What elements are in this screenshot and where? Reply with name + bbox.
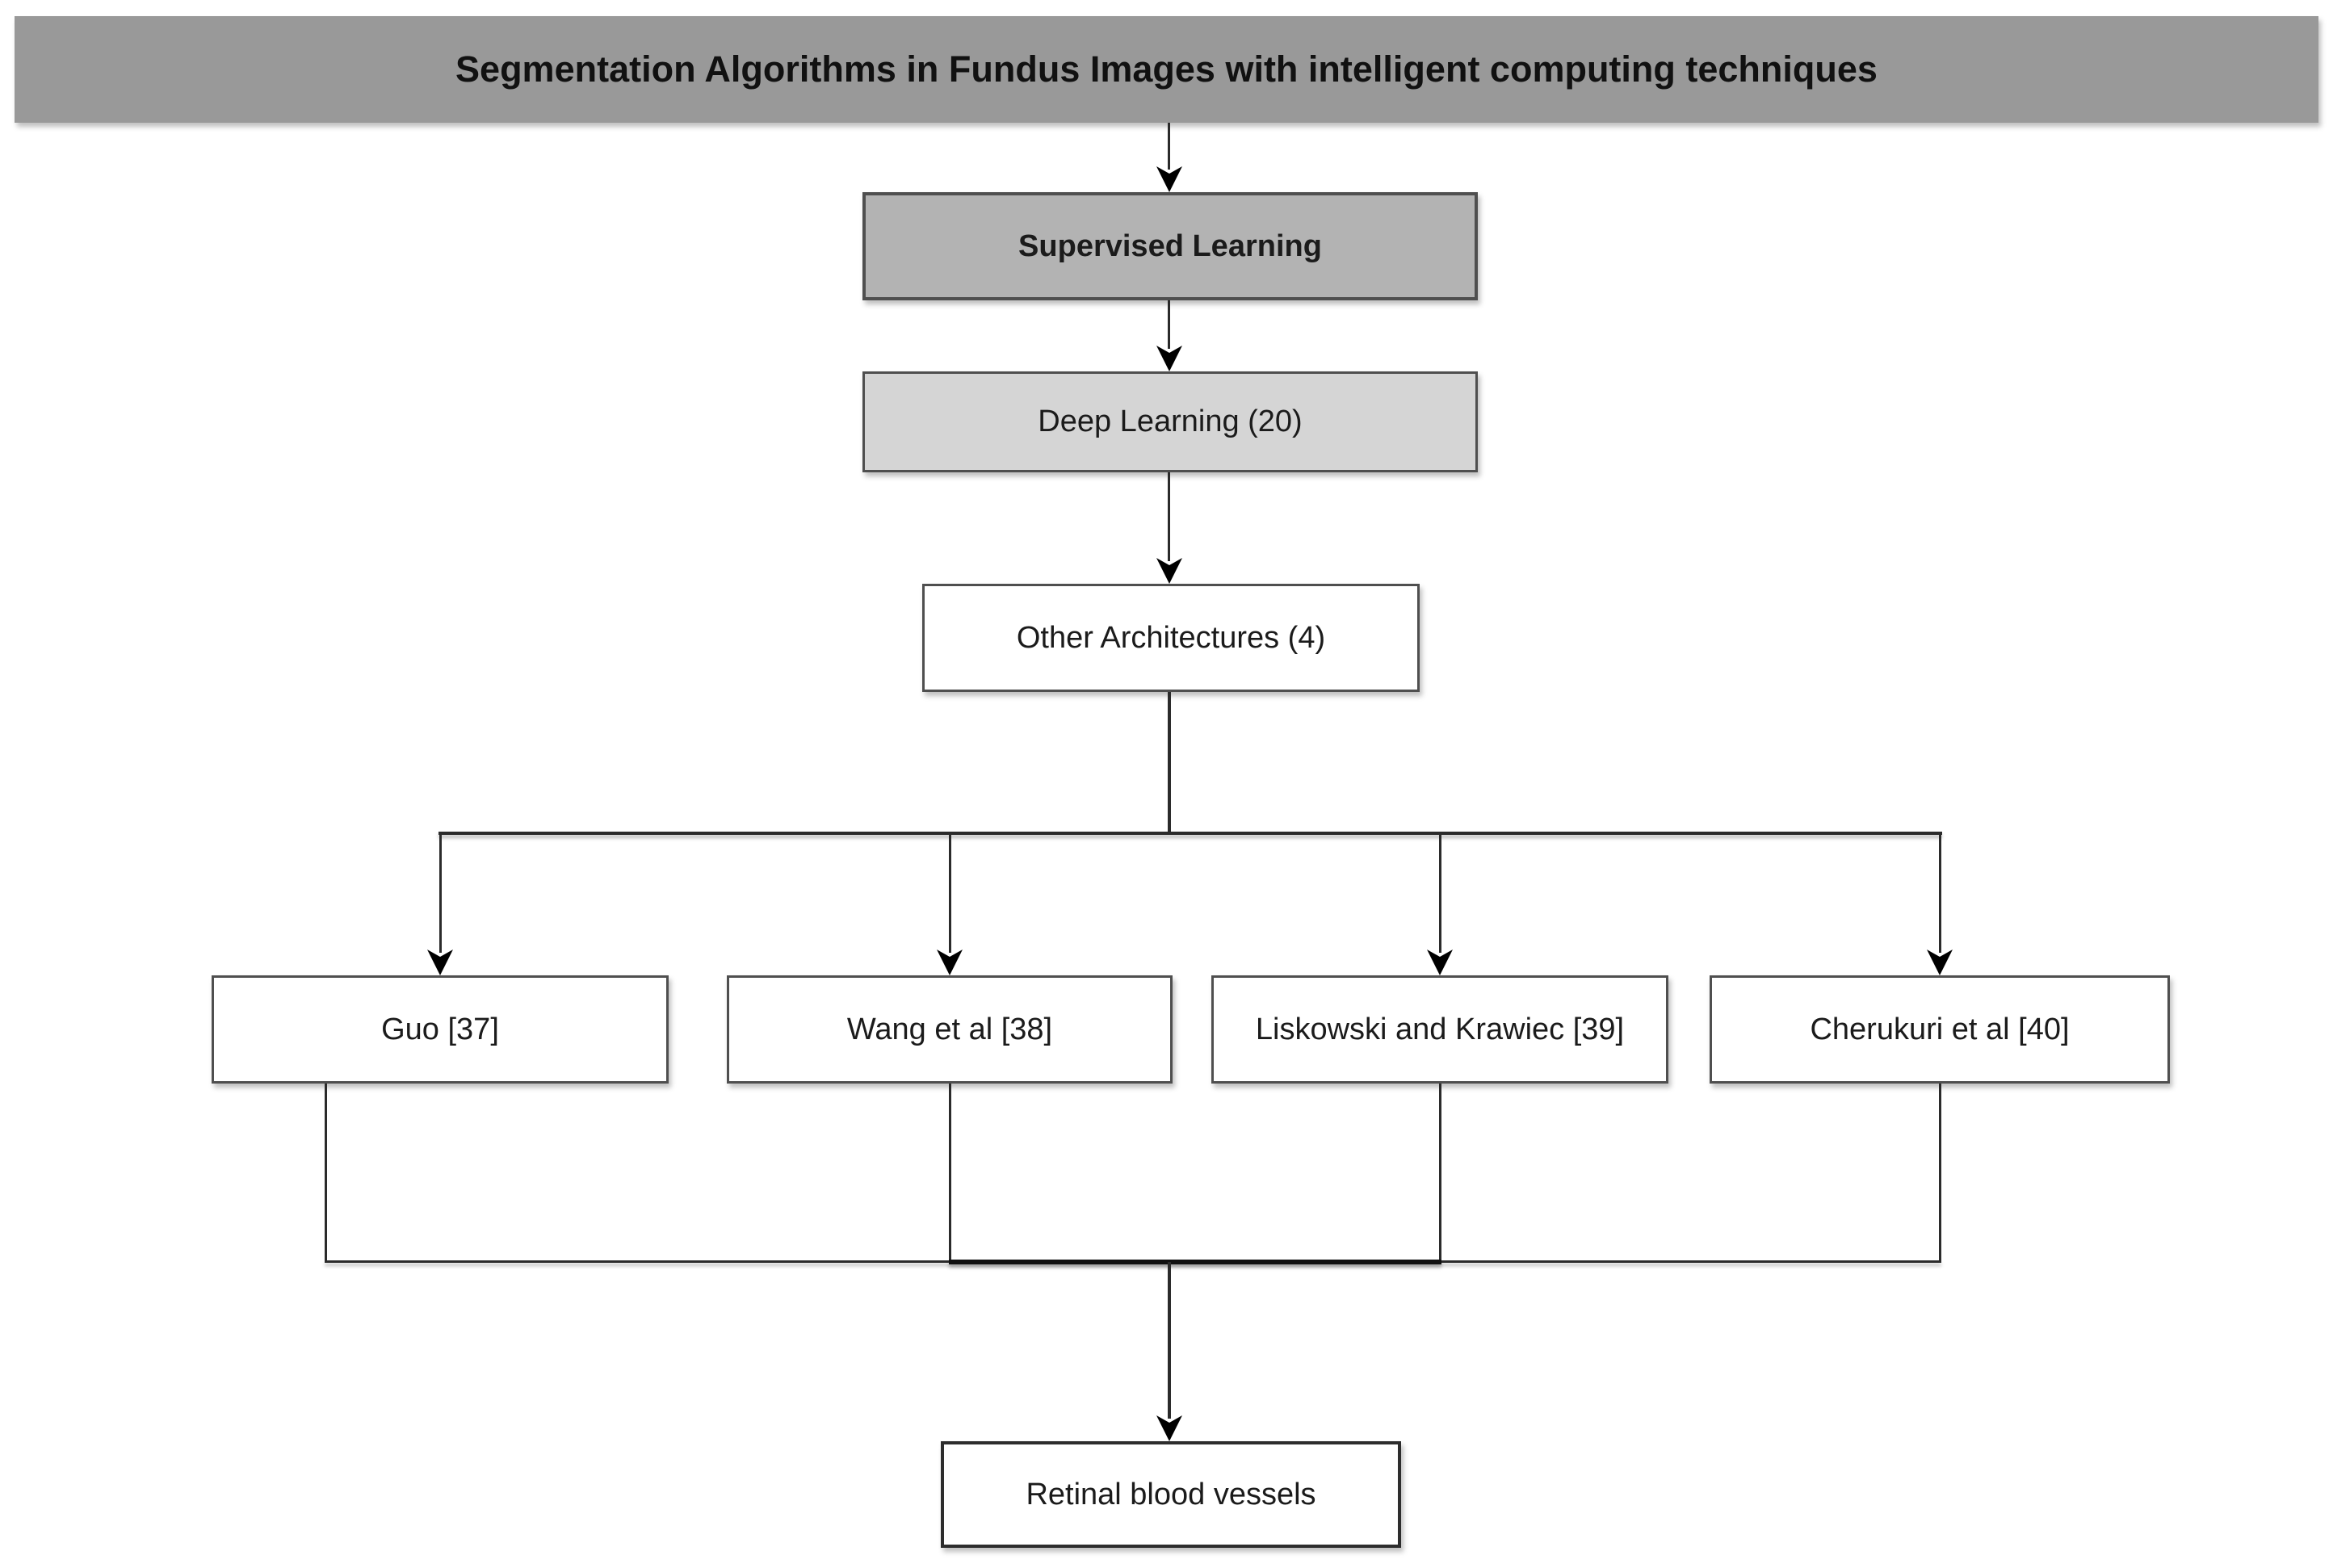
node-label: Wang et al [38] xyxy=(846,1012,1053,1046)
node-retinal-blood-vessels: Retinal blood vessels xyxy=(941,1441,1401,1548)
diagram-title: Segmentation Algorithms in Fundus Images… xyxy=(455,48,1878,90)
arrowhead-down-icon xyxy=(1156,1415,1182,1441)
arrowhead-down-icon xyxy=(1427,950,1453,975)
connector-cherukuri-to-merge xyxy=(1939,1084,1941,1262)
arrowhead-down-icon xyxy=(427,950,453,975)
connector-supervised-to-deep-learning xyxy=(1168,300,1170,349)
arrowhead-down-icon xyxy=(1156,558,1182,584)
node-deep-learning: Deep Learning (20) xyxy=(862,371,1478,472)
connector-title-to-supervised xyxy=(1168,123,1170,170)
arrowhead-down-icon xyxy=(937,950,963,975)
node-label: Liskowski and Krawiec [39] xyxy=(1255,1012,1625,1046)
node-liskowski-krawiec: Liskowski and Krawiec [39] xyxy=(1211,975,1668,1084)
connector-merge-to-outcome xyxy=(1168,1262,1171,1419)
node-cherukuri: Cherukuri et al [40] xyxy=(1710,975,2170,1084)
node-label: Other Architectures (4) xyxy=(1016,620,1326,655)
connector-liskowski-to-merge xyxy=(1439,1084,1441,1262)
connector-split-to-liskowski xyxy=(1439,833,1441,953)
node-label: Cherukuri et al [40] xyxy=(1810,1012,2070,1046)
node-guo: Guo [37] xyxy=(212,975,669,1084)
connector-split-to-guo xyxy=(439,833,442,953)
node-label: Deep Learning (20) xyxy=(1038,405,1303,438)
node-label: Guo [37] xyxy=(381,1012,499,1046)
arrowhead-down-icon xyxy=(1927,950,1953,975)
title-banner: Segmentation Algorithms in Fundus Images… xyxy=(15,16,2318,123)
arrowhead-down-icon xyxy=(1156,346,1182,371)
node-other-architectures: Other Architectures (4) xyxy=(922,584,1420,692)
node-supervised-learning: Supervised Learning xyxy=(862,192,1478,300)
node-label: Retinal blood vessels xyxy=(1026,1477,1316,1511)
node-wang: Wang et al [38] xyxy=(727,975,1173,1084)
connector-split-to-cherukuri xyxy=(1939,833,1941,953)
connector-other-architectures-drop xyxy=(1168,692,1171,833)
connector-merge-rail-overlap xyxy=(949,1260,1441,1264)
connector-wang-to-merge xyxy=(949,1084,951,1262)
connector-split-rail xyxy=(438,832,1942,835)
connector-split-to-wang xyxy=(949,833,951,953)
node-label: Supervised Learning xyxy=(1018,228,1322,263)
arrowhead-down-icon xyxy=(1156,166,1182,192)
connector-deep-learning-to-other-architectures xyxy=(1168,472,1170,561)
connector-guo-to-merge xyxy=(325,1084,327,1262)
